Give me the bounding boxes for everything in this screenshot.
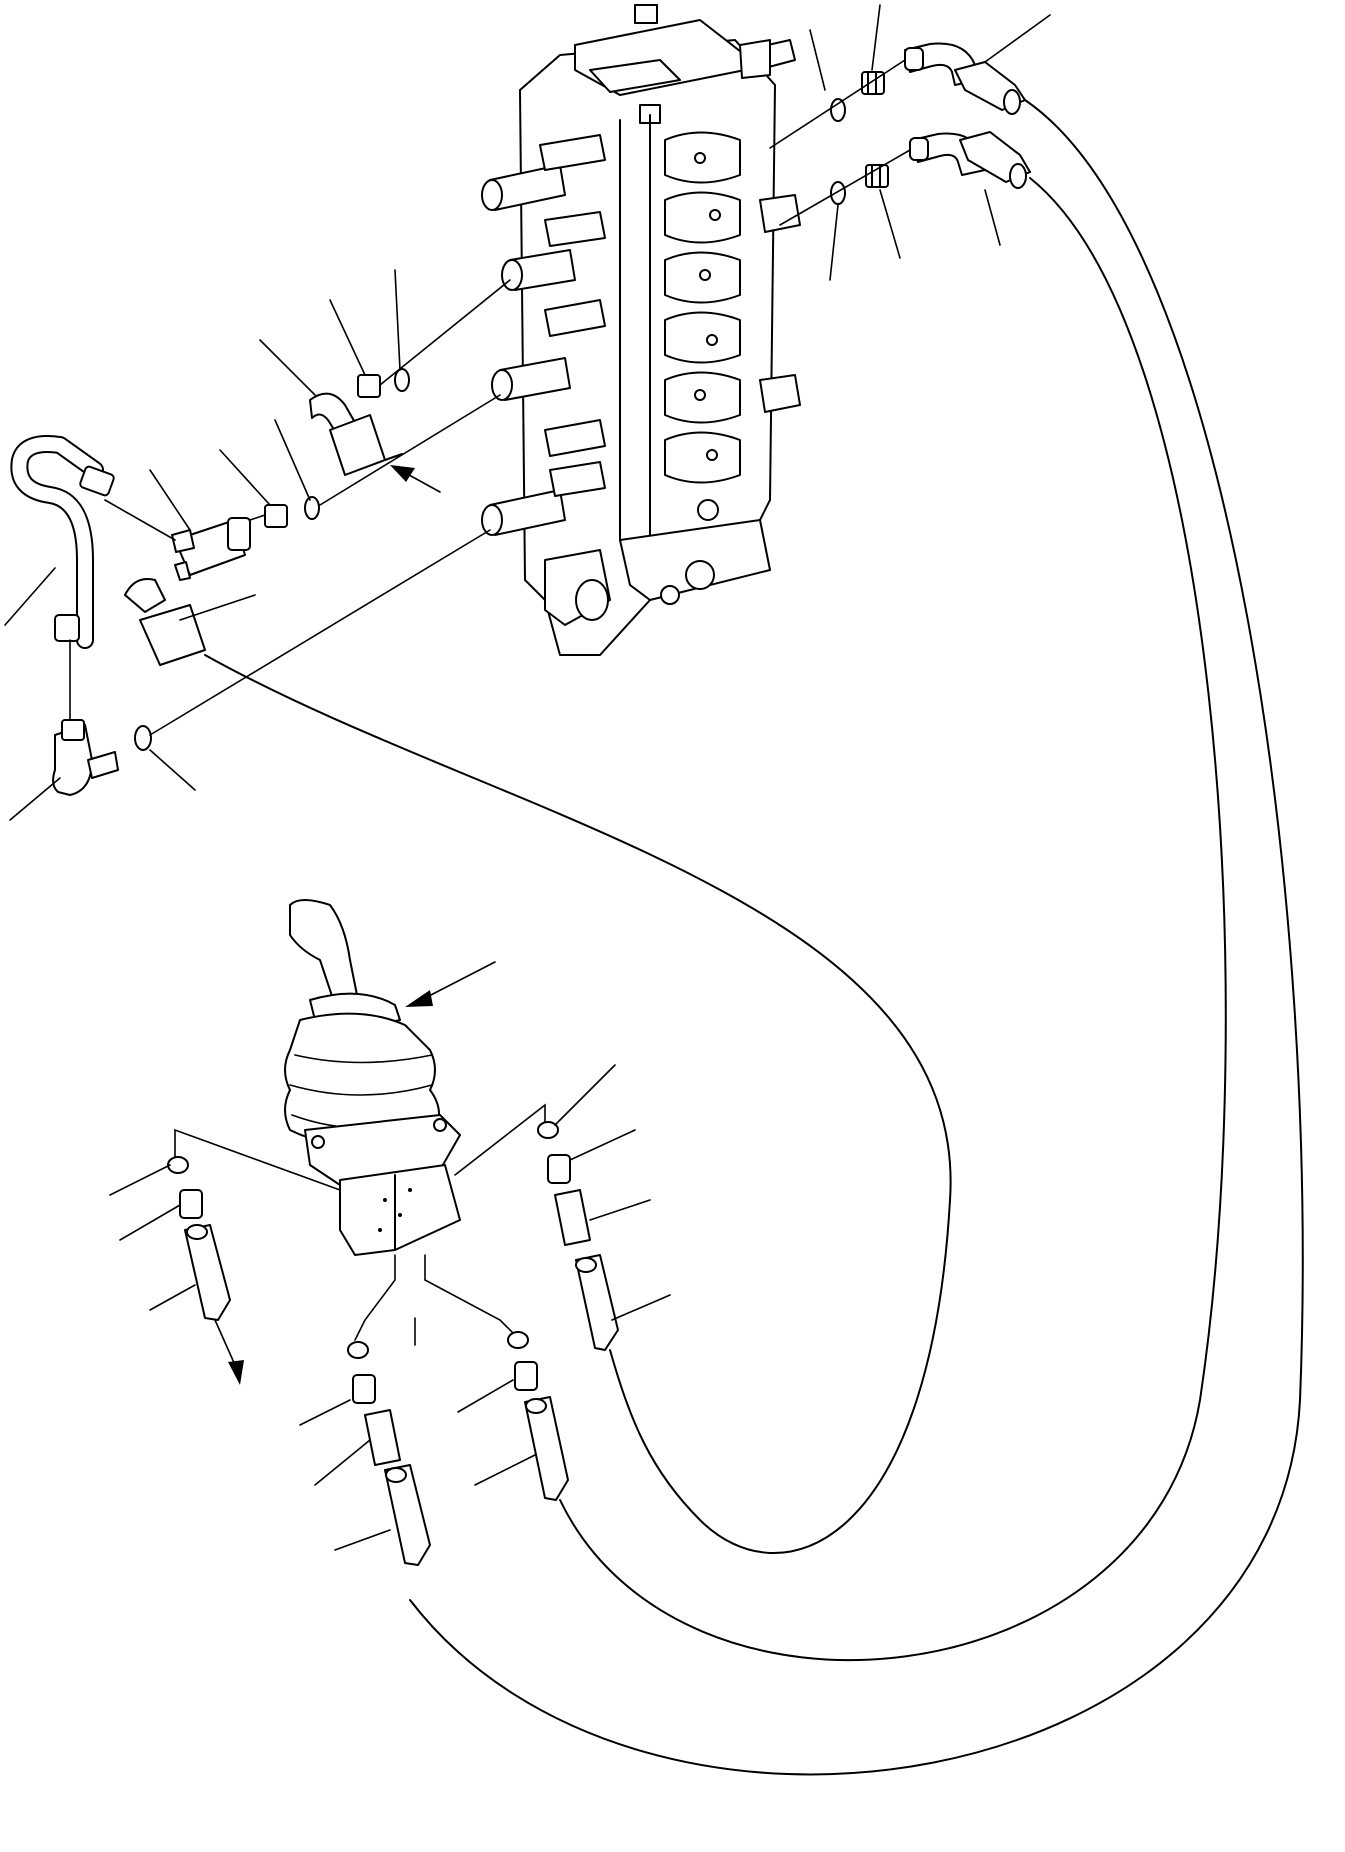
hose-elbow bbox=[909, 131, 1031, 189]
pipe-nut bbox=[79, 465, 115, 497]
lower-fittings-right bbox=[537, 1121, 619, 1351]
control-valve bbox=[481, 4, 801, 656]
spool-caps bbox=[481, 134, 606, 536]
o-ring bbox=[394, 368, 410, 392]
elbow-90 bbox=[52, 719, 119, 796]
adapter bbox=[357, 374, 381, 398]
port-holes bbox=[694, 152, 721, 521]
o-ring bbox=[830, 181, 846, 205]
pilot-hoses bbox=[204, 99, 1304, 1776]
hose-elbow bbox=[124, 578, 206, 666]
adapter bbox=[264, 504, 288, 528]
o-ring bbox=[304, 496, 320, 520]
hose-elbow bbox=[904, 42, 1026, 115]
pilot-control-lever bbox=[284, 899, 461, 1256]
hose-elbow bbox=[309, 392, 386, 476]
lower-fittings-left bbox=[167, 1156, 231, 1321]
o-ring bbox=[830, 98, 846, 122]
pipe-nut bbox=[54, 614, 80, 642]
tee-fitting bbox=[171, 517, 251, 581]
lower-fittings-center-right bbox=[507, 1331, 569, 1501]
o-ring bbox=[134, 725, 152, 751]
upper-right-fittings bbox=[769, 42, 1031, 226]
lower-fittings-center-left bbox=[347, 1341, 431, 1566]
callout-leaders bbox=[4, 4, 1051, 1551]
left-fittings bbox=[10, 279, 511, 796]
